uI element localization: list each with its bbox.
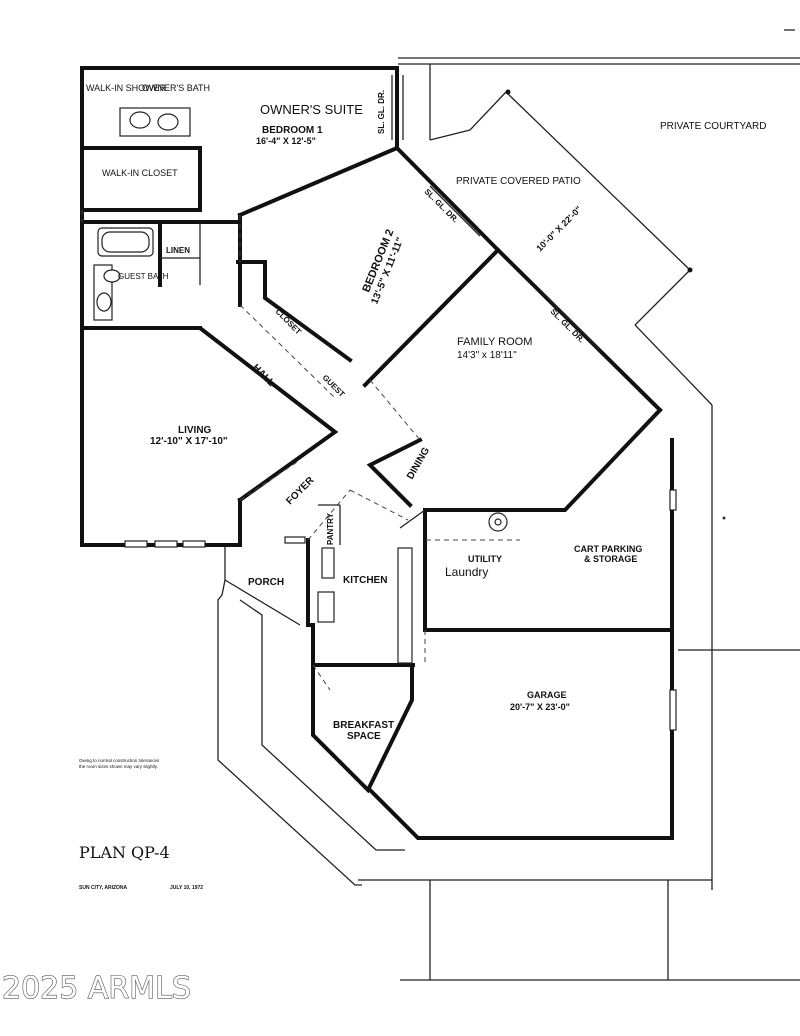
private-covered-patio-label: PRIVATE COVERED PATIO <box>456 176 581 187</box>
linen-label: LINEN <box>166 246 190 255</box>
dining-label: DINING <box>405 445 432 481</box>
tolerance-note-2: the room sizes shown may vary slightly. <box>79 764 158 769</box>
plan-location: SUN CITY, ARIZONA <box>79 885 128 891</box>
windows <box>124 489 677 731</box>
tolerance-note-1: Owing to normal construction tolerances <box>79 758 160 763</box>
laundry-label: Laundry <box>445 565 488 579</box>
pantry-label: PANTRY <box>326 512 335 545</box>
bedroom1-dims: 16'-4" X 12'-5" <box>256 136 316 146</box>
owners-bath-label: OWNER'S BATH <box>142 83 210 93</box>
garage-label: GARAGE <box>527 690 567 700</box>
plan-date: JULY 10, 1972 <box>170 885 203 891</box>
bedroom1-label: BEDROOM 1 <box>262 125 323 136</box>
cart-parking-label: CART PARKING <box>574 544 642 554</box>
openings <box>81 210 520 691</box>
foyer-label: FOYER <box>284 474 317 507</box>
family-room-label: FAMILY ROOM <box>457 336 532 348</box>
patio-dims: 10'-0" X 22'-0" <box>534 204 583 253</box>
breakfast-label: BREAKFAST <box>333 720 394 731</box>
private-courtyard-label: PRIVATE COURTYARD <box>660 121 767 132</box>
family-room-dims: 14'3" x 18'11" <box>457 350 517 361</box>
sl-gl-dr-label-3: SL. GL. DR. <box>549 307 586 344</box>
living-label: LIVING <box>178 425 212 436</box>
kitchen-label: KITCHEN <box>343 575 387 586</box>
porch-label: PORCH <box>248 577 284 588</box>
garage-dims: 20'-7" X 23'-0" <box>510 702 570 712</box>
owners-suite-label: OWNER'S SUITE <box>260 102 363 117</box>
sl-gl-dr-label-1: SL. GL. DR. <box>377 90 386 134</box>
walkin-shower-label: WALK-IN SHOWER <box>86 83 167 93</box>
guest-bath-label: GUEST BATH <box>118 272 169 281</box>
fixtures <box>93 107 508 664</box>
site-lines <box>217 57 800 981</box>
sliding-doors <box>391 75 601 351</box>
hall-label: HALL <box>250 362 277 389</box>
armls-watermark: 2025 ARMLS <box>2 971 191 1006</box>
plan-title: PLAN QP-4 <box>79 843 170 862</box>
walkin-closet-label: WALK-IN CLOSET <box>102 168 178 178</box>
guest-closet-label: GUEST <box>321 373 347 399</box>
storage-label: & STORAGE <box>584 554 637 564</box>
kitchen-sink <box>317 591 335 623</box>
living-dims: 12'-10" X 17'-10" <box>150 436 228 447</box>
utility-label: UTILITY <box>468 554 502 564</box>
breakfast-space-label: SPACE <box>347 731 381 742</box>
